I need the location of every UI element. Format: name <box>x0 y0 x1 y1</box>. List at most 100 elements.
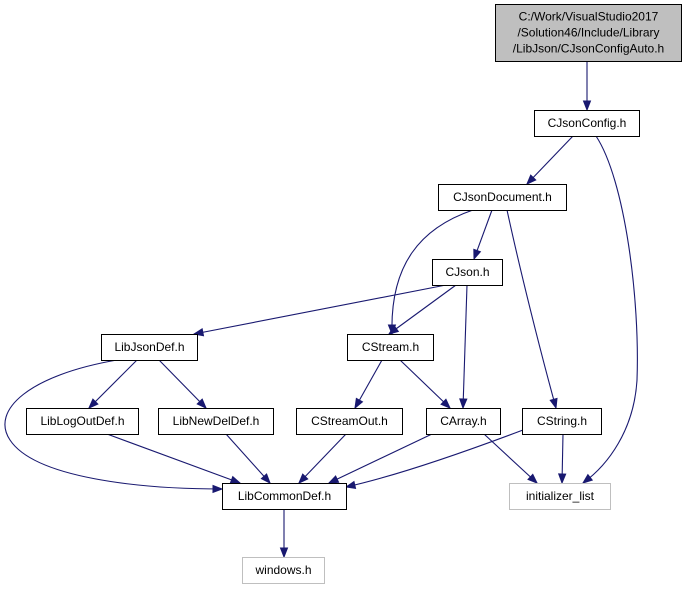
edge-line <box>298 433 347 484</box>
node-label: CJson.h <box>445 265 489 279</box>
node-box <box>495 4 682 62</box>
edge-line <box>483 433 538 484</box>
node-libcommondef[interactable]: LibCommonDef.h <box>222 483 347 510</box>
edge-cjson-to-libjsondef <box>192 284 447 337</box>
node-label: LibCommonDef.h <box>238 489 331 503</box>
edge-line <box>391 209 474 335</box>
edge-cjsondocument-to-cstring <box>506 209 558 410</box>
node-box <box>522 408 602 435</box>
node-cstream[interactable]: CStream.h <box>347 334 434 361</box>
node-cstring[interactable]: CString.h <box>522 408 602 435</box>
edge-cjsonconfigauto-to-cjsonconfig <box>582 61 592 112</box>
node-label: CStreamOut.h <box>311 414 388 428</box>
node-label: LibLogOutDef.h <box>40 414 124 428</box>
node-box <box>242 557 325 584</box>
node-label: CJsonDocument.h <box>453 190 552 204</box>
edge-libjsondef-to-libnewdeldef <box>158 359 207 409</box>
node-box <box>347 334 434 361</box>
edge-cstream-to-carray <box>399 359 451 409</box>
edge-arrowhead <box>229 475 242 484</box>
node-box <box>101 334 198 361</box>
node-box <box>534 110 640 137</box>
edge-arrowhead <box>279 547 289 559</box>
node-libjsondef[interactable]: LibJsonDef.h <box>101 334 198 361</box>
edge-line <box>328 433 433 484</box>
node-cjsonconfig[interactable]: CJsonConfig.h <box>534 110 640 137</box>
node-box <box>296 408 403 435</box>
edge-arrowhead <box>344 480 357 489</box>
node-cjsonconfigauto: C:/Work/VisualStudio2017/Solution46/Incl… <box>495 4 682 62</box>
edge-line <box>526 135 574 185</box>
edge-line <box>88 359 138 409</box>
edge-line <box>506 209 557 409</box>
edge-line <box>462 284 468 409</box>
edge-arrowhead <box>387 324 400 335</box>
edge-liblogoutdef-to-libcommondef <box>106 433 242 484</box>
node-windows: windows.h <box>242 557 325 584</box>
edge-arrowhead <box>354 397 364 410</box>
node-label: LibNewDelDef.h <box>173 414 260 428</box>
edge-libjsondef-to-libcommondef <box>4 359 224 494</box>
edge-line <box>582 135 638 484</box>
node-cjsondocument[interactable]: CJsonDocument.h <box>438 184 567 211</box>
edge-libjsondef-to-liblogoutdef <box>88 359 138 409</box>
edge-line <box>388 284 457 335</box>
edge-arrowhead <box>473 248 482 261</box>
node-label: CStream.h <box>362 340 419 354</box>
node-label: CArray.h <box>440 414 486 428</box>
edge-cstream-to-cstreamout <box>354 359 383 410</box>
edge-arrowhead <box>549 397 558 410</box>
node-label: LibJsonDef.h <box>114 340 184 354</box>
edge-line <box>225 433 271 484</box>
edge-cjson-to-cstream <box>387 284 457 335</box>
edge-cstring-to-initializer_list <box>557 433 567 485</box>
edge-arrowhead <box>581 473 594 484</box>
edge-arrowhead <box>582 100 592 112</box>
edge-libnewdeldef-to-libcommondef <box>225 433 271 485</box>
node-libnewdeldef[interactable]: LibNewDelDef.h <box>158 408 274 435</box>
edge-cjsonconfig-to-cjsondocument <box>526 135 574 185</box>
node-box <box>26 408 139 435</box>
nodes-layer: C:/Work/VisualStudio2017/Solution46/Incl… <box>26 4 682 584</box>
edge-line <box>193 284 447 335</box>
edge-carray-to-initializer_list <box>483 433 539 484</box>
edge-arrowhead <box>88 398 99 409</box>
node-initializer_list: initializer_list <box>509 483 611 510</box>
edge-line <box>4 359 223 490</box>
edge-line <box>345 429 524 488</box>
edge-arrowhead <box>196 398 207 409</box>
node-label: initializer_list <box>526 489 595 503</box>
node-box <box>438 184 567 211</box>
node-carray[interactable]: CArray.h <box>426 408 501 435</box>
edge-arrowhead <box>327 475 340 484</box>
edge-cstring-to-libcommondef <box>344 429 524 489</box>
node-cjson[interactable]: CJson.h <box>432 259 503 286</box>
node-cstreamout[interactable]: CStreamOut.h <box>296 408 403 435</box>
edge-cjson-to-carray <box>459 284 468 410</box>
node-label: /Solution46/Include/Library <box>517 26 659 40</box>
node-box <box>432 259 503 286</box>
edge-arrowhead <box>526 174 537 185</box>
edge-arrowhead <box>459 398 468 410</box>
edge-arrowhead <box>260 473 271 485</box>
edge-arrowhead <box>527 473 539 484</box>
edge-libcommondef-to-windows <box>279 509 289 559</box>
node-box <box>509 483 611 510</box>
edge-line <box>106 433 241 484</box>
edge-carray-to-libcommondef <box>327 433 433 484</box>
edge-arrowhead <box>440 398 451 409</box>
edge-cjsondocument-to-cjson <box>473 209 493 261</box>
node-liblogoutdef[interactable]: LibLogOutDef.h <box>26 408 139 435</box>
node-label: C:/Work/VisualStudio2017 <box>519 10 659 24</box>
edge-cjsonconfig-to-initializer_list <box>581 135 638 484</box>
node-label: CString.h <box>537 414 587 428</box>
node-box <box>158 408 274 435</box>
edge-line <box>158 359 207 409</box>
edge-line <box>399 359 451 409</box>
edge-cstreamout-to-libcommondef <box>298 433 347 484</box>
node-label: windows.h <box>254 563 311 577</box>
edge-arrowhead <box>298 473 309 484</box>
node-box <box>426 408 501 435</box>
node-box <box>222 483 347 510</box>
